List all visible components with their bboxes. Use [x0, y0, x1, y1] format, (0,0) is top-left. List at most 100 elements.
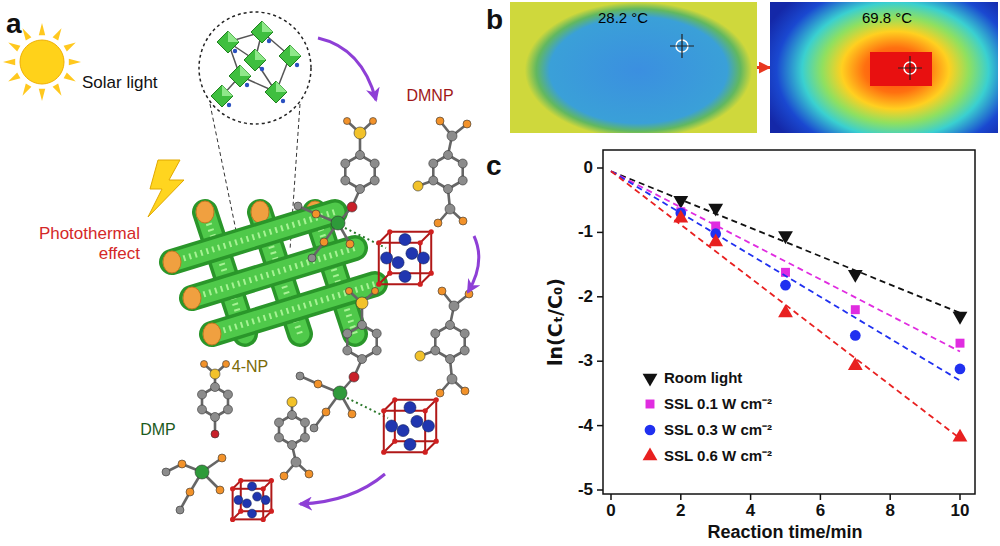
atom: [280, 472, 288, 480]
zr-cluster-face: [276, 81, 287, 92]
zr-cluster: [244, 49, 266, 71]
atom: [218, 454, 226, 462]
data-marker: [956, 339, 965, 348]
atom: [223, 405, 232, 414]
atom: [233, 49, 237, 53]
zr-atom: [261, 496, 270, 505]
cage-edge: [379, 283, 420, 285]
o-atom: [261, 486, 266, 491]
atom: [372, 288, 379, 295]
zr-atom: [386, 420, 398, 432]
zr-cluster-face: [240, 65, 251, 76]
atom: [356, 151, 365, 160]
legend: [643, 374, 658, 461]
atom: [341, 176, 350, 185]
annotation: 4-NP: [232, 358, 268, 376]
atom: [460, 346, 469, 355]
data-marker: [848, 357, 863, 370]
cage-edge: [384, 451, 425, 453]
o-atom: [381, 408, 386, 413]
zr-atom: [248, 509, 257, 518]
atom: [198, 390, 207, 399]
zr-cluster: [217, 31, 239, 53]
data-marker: [708, 204, 723, 217]
atom: [291, 457, 301, 467]
rod-fill: [212, 284, 375, 334]
zr-cluster: [265, 81, 287, 103]
atom: [178, 460, 186, 468]
atom: [305, 470, 313, 478]
legend-label: SSL 0.6 W cm⁻²: [664, 447, 772, 465]
legend-label: SSL 0.3 W cm⁻²: [664, 421, 772, 439]
tick-label: 10: [951, 501, 970, 521]
atom: [460, 329, 469, 338]
cage-edge: [395, 399, 436, 401]
atom: [331, 216, 345, 230]
atom: [281, 99, 285, 103]
x-tick: [610, 494, 612, 500]
x-tick: [750, 494, 752, 500]
zoom-circle: [199, 12, 311, 124]
dmp-molecule: [162, 454, 226, 514]
zr-atom: [406, 247, 418, 259]
atom: [343, 329, 352, 338]
atom: [348, 410, 356, 418]
atom: [227, 103, 231, 107]
o-atom: [418, 282, 423, 287]
y-tick: [597, 232, 603, 234]
annotation: DMNP: [406, 87, 453, 105]
process-arrow: [300, 474, 385, 504]
zr-cluster-face: [255, 49, 266, 60]
zr-atom: [234, 496, 243, 505]
lightning-icon: [148, 160, 184, 217]
o-atom: [230, 486, 235, 491]
o-atom: [392, 397, 397, 402]
zr-atom: [411, 415, 423, 427]
zr-atom: [399, 270, 411, 282]
cage-edge: [430, 232, 432, 273]
atom: [198, 405, 207, 414]
legend-label: Room light: [664, 369, 742, 387]
rod: [212, 284, 375, 334]
atom: [314, 380, 322, 388]
legend-marker: [643, 374, 658, 387]
temperature-readout: 28.2 °C: [598, 9, 648, 27]
rod-end: [163, 251, 181, 273]
atom: [358, 355, 367, 364]
panel-letter: a: [6, 8, 22, 40]
dmnp-complex: [294, 117, 471, 262]
thermal-image: 69.8 °C: [770, 2, 998, 133]
atom: [260, 67, 264, 71]
atom: [446, 355, 455, 364]
atom: [211, 430, 219, 438]
atom: [341, 159, 350, 168]
data-marker: [673, 210, 688, 223]
y-tick: [597, 296, 603, 298]
atom: [429, 159, 438, 168]
o-atom: [381, 450, 386, 455]
atom: [245, 83, 249, 87]
rod-end: [196, 201, 214, 223]
fit-line: [611, 171, 960, 313]
atom: [201, 361, 208, 368]
data-marker: [708, 234, 723, 247]
cage-edge: [270, 481, 272, 512]
atom: [344, 118, 351, 125]
atom: [445, 204, 455, 214]
zr-atom: [404, 402, 416, 414]
y-tick: [597, 489, 603, 491]
kinetics-chart: [597, 150, 975, 500]
crosshair: [670, 34, 694, 58]
tick-label: 4: [746, 501, 755, 521]
zr-cluster: [211, 85, 233, 107]
data-marker: [851, 305, 860, 314]
rod-texture: [315, 212, 355, 334]
sun-ray: [8, 73, 20, 82]
zr-cluster: [279, 45, 301, 67]
zr-atom: [248, 482, 257, 491]
tick-label: -3: [578, 351, 593, 371]
o-atom: [269, 478, 274, 483]
heating-arrow: [757, 66, 770, 69]
sun-ray: [64, 73, 76, 82]
cage-edge: [233, 518, 264, 520]
